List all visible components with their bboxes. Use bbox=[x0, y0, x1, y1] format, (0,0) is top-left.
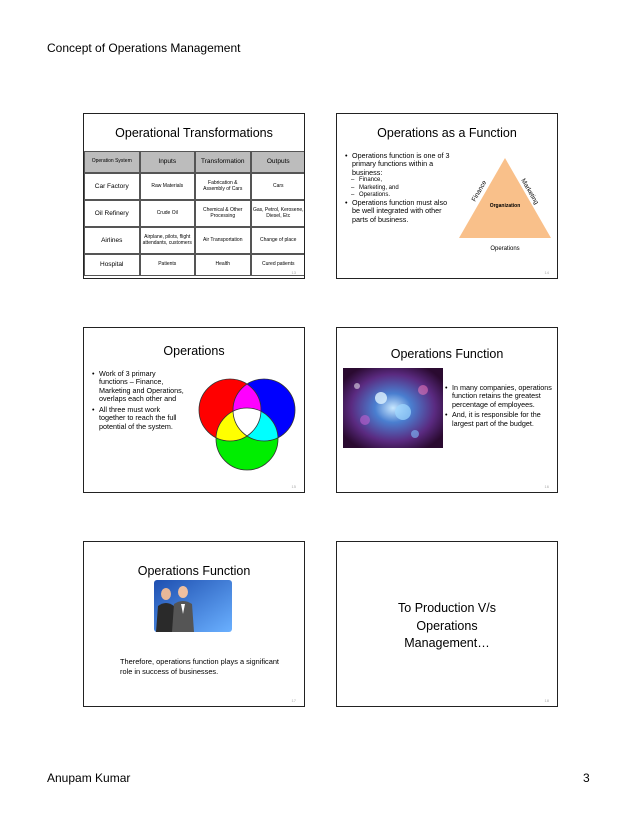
transformations-table: Operation System Inputs Transformation O… bbox=[84, 151, 304, 276]
table-cell: Chemical & Other Processing bbox=[195, 200, 251, 227]
slide-title: Operations as a Function bbox=[377, 126, 517, 140]
sub-bullet-item: Finance, bbox=[345, 177, 453, 184]
table-header-cell: Transformation bbox=[195, 151, 251, 173]
slide-operations-function-2: Operations Function Therefore, operation… bbox=[83, 541, 305, 707]
table-row: Car Factory Raw Materials Fabrication & … bbox=[84, 173, 304, 200]
table-cell: Crude Oil bbox=[139, 200, 195, 227]
footer-author: Anupam Kumar bbox=[47, 771, 131, 785]
table-cell: Health bbox=[195, 254, 251, 276]
slide-operations: Operations Work of 3 primary functions –… bbox=[83, 327, 305, 493]
slide-title: To Production V/s Operations Management… bbox=[398, 601, 496, 650]
slide-title: Operations Function bbox=[390, 347, 504, 361]
page-header: Concept of Operations Management bbox=[47, 41, 241, 55]
footer-page-number: 3 bbox=[583, 771, 590, 785]
bullet-item: And, it is responsible for the largest p… bbox=[445, 411, 553, 428]
slide-number: 17 bbox=[291, 698, 296, 703]
organization-triangle-diagram: Finance Marketing Organization Operation… bbox=[459, 158, 551, 252]
table-header-row: Operation System Inputs Transformation O… bbox=[84, 151, 304, 173]
slide-operational-transformations: Operational Transformations Operation Sy… bbox=[83, 113, 305, 279]
slide-number: 18 bbox=[544, 698, 549, 703]
table-header-cell: Operation System bbox=[84, 151, 140, 173]
slide-number: 15 bbox=[291, 484, 296, 489]
table-cell: Airplane, pilots, flight attendants, cus… bbox=[139, 227, 195, 254]
bullet-item: Operations function is one of 3 primary … bbox=[345, 151, 453, 177]
bullet-item: Operations function must also be well in… bbox=[345, 198, 453, 224]
bullet-item: Work of 3 primary functions – Finance, M… bbox=[92, 369, 184, 404]
slide-production-vs-operations: To Production V/s Operations Management…… bbox=[336, 541, 558, 707]
fiber-optics-image bbox=[343, 368, 443, 448]
bullet-item: In many companies, operations function r… bbox=[445, 383, 553, 409]
slide-number: 14 bbox=[544, 270, 549, 275]
slide-title: Operations bbox=[163, 344, 225, 358]
table-header-cell: Outputs bbox=[250, 151, 304, 173]
table-cell: Airlines bbox=[84, 227, 140, 254]
table-cell: Change of place bbox=[250, 227, 304, 254]
table-cell: Car Factory bbox=[84, 173, 140, 200]
business-people-image bbox=[154, 580, 232, 632]
slide-operations-as-function: Operations as a Function Operations func… bbox=[336, 113, 558, 279]
sub-bullet-item: Operations. bbox=[345, 192, 453, 199]
slide-number: 13 bbox=[291, 270, 296, 275]
venn-diagram bbox=[198, 378, 296, 471]
triangle-shape bbox=[459, 158, 551, 238]
bullet-item: All three must work together to reach th… bbox=[92, 405, 184, 431]
slide-title: Operational Transformations bbox=[115, 126, 273, 140]
table-row: Hospital Patients Health Cured patients bbox=[84, 254, 304, 276]
table-cell: Air Transportation bbox=[195, 227, 251, 254]
table-cell: Oil Refinery bbox=[84, 200, 140, 227]
table-header-cell: Inputs bbox=[139, 151, 195, 173]
slide-body-text: Therefore, operations function plays a s… bbox=[120, 657, 279, 676]
sub-bullet-item: Marketing, and bbox=[345, 185, 453, 192]
bullet-list: Operations function is one of 3 primary … bbox=[345, 151, 453, 224]
table-row: Oil Refinery Crude Oil Chemical & Other … bbox=[84, 200, 304, 227]
slide-number: 16 bbox=[544, 484, 549, 489]
table-cell: Gas, Petrol, Kerosene, Diesel, Etc bbox=[250, 200, 304, 227]
table-cell: Cured patients bbox=[250, 254, 304, 276]
organization-label: Organization bbox=[490, 203, 521, 209]
operations-label: Operations bbox=[490, 246, 519, 252]
table-cell: Cars bbox=[250, 173, 304, 200]
bullet-list: In many companies, operations function r… bbox=[445, 383, 553, 428]
table-cell: Hospital bbox=[84, 254, 140, 276]
bullet-list: Work of 3 primary functions – Finance, M… bbox=[92, 369, 184, 431]
table-row: Airlines Airplane, pilots, flight attend… bbox=[84, 227, 304, 254]
table-cell: Fabrication & Assembly of Cars bbox=[195, 173, 251, 200]
table-cell: Patients bbox=[139, 254, 195, 276]
slide-title: Operations Function bbox=[137, 564, 251, 578]
slide-operations-function-1: Operations Function In many companies, o… bbox=[336, 327, 558, 493]
table-cell: Raw Materials bbox=[139, 173, 195, 200]
